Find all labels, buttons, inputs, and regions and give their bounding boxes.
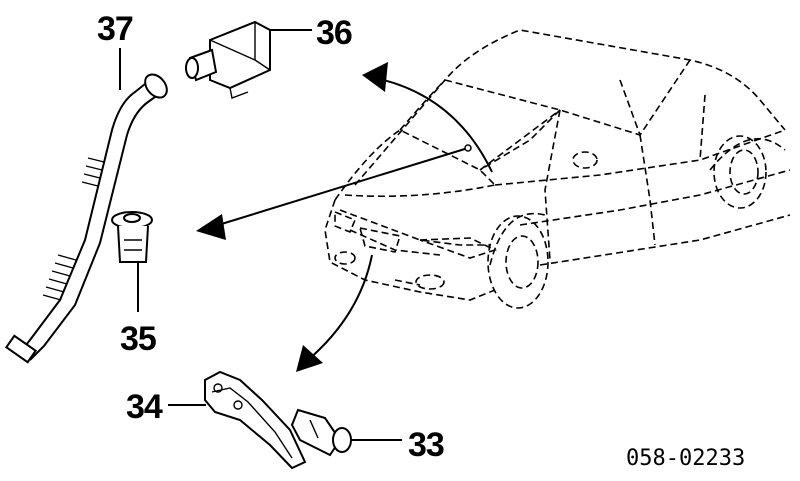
- callout-33: 33: [408, 426, 444, 464]
- callout-35: 35: [120, 320, 156, 358]
- part-36-sensor: [185, 20, 312, 99]
- pointer-arrows: [196, 62, 493, 372]
- callout-34: 34: [126, 388, 163, 426]
- part-37-hose: [4, 48, 168, 364]
- part-33-sensor: [290, 408, 402, 457]
- part-34-bracket: [168, 370, 307, 470]
- arrow-to-35: [214, 147, 469, 227]
- diagram-code: 058-02233: [626, 446, 745, 471]
- arrow-to-34: [307, 254, 373, 361]
- arrow-to-36: [374, 77, 493, 173]
- callout-36: 36: [316, 14, 352, 52]
- car-outline: [324, 29, 791, 309]
- callout-37: 37: [97, 10, 133, 48]
- part-35-grommet: [111, 211, 153, 312]
